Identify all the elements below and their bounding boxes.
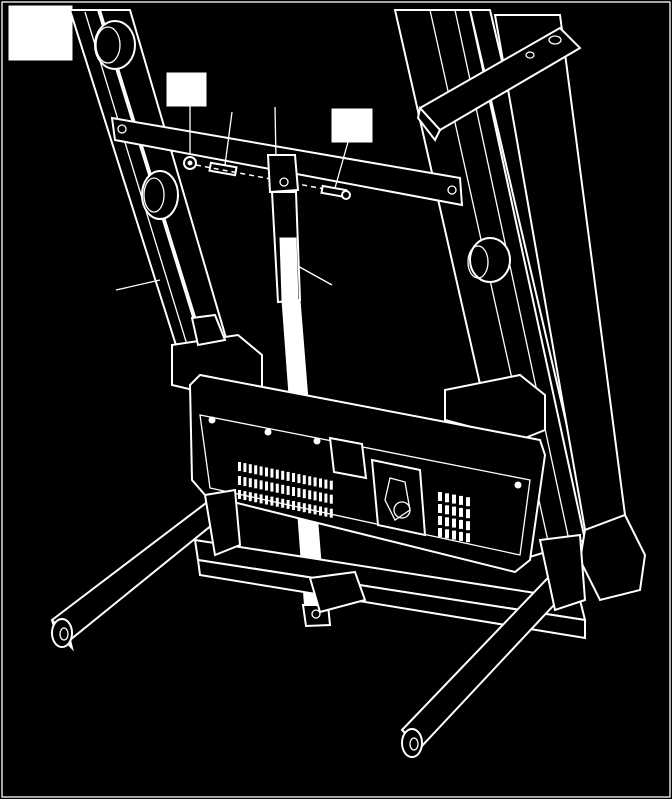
- vent-slot: [324, 493, 328, 503]
- vent-slot: [459, 519, 463, 529]
- vent-slot: [438, 528, 442, 537]
- vent-slot: [459, 531, 463, 541]
- vent-slot: [270, 482, 274, 492]
- vent-slot: [292, 487, 295, 496]
- vent-slot: [302, 475, 306, 485]
- vent-slot: [319, 478, 322, 488]
- vent-slot: [324, 507, 328, 517]
- vent-slot: [248, 478, 252, 488]
- vent-grille-right: [438, 492, 470, 543]
- vent-slot: [459, 495, 463, 505]
- vent-slot: [313, 491, 317, 501]
- vent-slot: [275, 483, 279, 493]
- callout-box-left: [166, 72, 207, 107]
- vent-slot: [302, 489, 306, 499]
- right-bracket: [444, 373, 546, 442]
- left-leg: [50, 488, 242, 652]
- assembly-dashed-line: [195, 164, 331, 191]
- vent-slot: [270, 496, 274, 506]
- vent-slot: [319, 492, 322, 502]
- base-panel: [188, 373, 547, 574]
- vent-slot: [281, 484, 285, 494]
- vent-slot: [275, 497, 279, 507]
- vent-slot: [466, 497, 470, 507]
- vent-slot: [297, 488, 301, 498]
- roller-top-left: [94, 20, 136, 70]
- cylinder-mount: [308, 570, 367, 614]
- right-upright: [393, 9, 647, 602]
- vent-slot: [254, 493, 258, 503]
- vent-slot: [243, 463, 247, 473]
- vent-slot: [286, 485, 290, 495]
- vent-slot: [466, 533, 470, 543]
- vent-slot: [259, 480, 263, 490]
- vent-slot: [297, 502, 301, 512]
- vent-slot: [459, 507, 463, 517]
- vent-slot: [313, 477, 317, 487]
- vent-slot: [297, 474, 301, 484]
- vent-slot: [292, 501, 295, 510]
- vent-slot: [270, 468, 274, 478]
- leader-lines: [115, 106, 349, 291]
- vent-slot: [238, 476, 241, 485]
- top-crossbar: [416, 26, 582, 142]
- vent-slot: [275, 469, 279, 479]
- right-leg: [400, 533, 587, 758]
- vent-slot: [265, 467, 268, 477]
- vent-slot: [324, 479, 328, 489]
- vent-slot: [286, 499, 290, 509]
- callout-box-right: [331, 108, 373, 143]
- vent-slot: [308, 490, 312, 500]
- vent-slot: [302, 503, 306, 513]
- vent-slot: [248, 464, 252, 474]
- vent-slot: [259, 466, 263, 476]
- vent-slot: [438, 492, 442, 501]
- vent-slot: [254, 465, 258, 475]
- vent-slot: [452, 506, 456, 516]
- vent-slot: [466, 521, 470, 531]
- vent-slot: [243, 477, 247, 487]
- vent-slot: [238, 462, 241, 471]
- vent-slot: [254, 479, 258, 489]
- vent-slot: [265, 481, 268, 491]
- roller-right: [467, 237, 511, 283]
- vent-slot: [238, 490, 241, 499]
- motor-access-window: [328, 436, 427, 537]
- vent-slot: [265, 495, 268, 505]
- vent-slot: [281, 498, 285, 508]
- vent-slot: [452, 494, 456, 504]
- nut: [183, 156, 197, 170]
- vent-slot: [308, 476, 312, 486]
- vent-slot: [445, 505, 449, 515]
- vent-slot: [329, 508, 333, 518]
- vent-slot: [445, 517, 449, 527]
- vent-slot: [445, 493, 449, 503]
- vent-slot: [243, 491, 247, 501]
- vent-grille-left: [238, 462, 333, 518]
- vent-slot: [329, 480, 333, 490]
- vent-slot: [313, 505, 317, 515]
- washer-bolt: [208, 161, 238, 177]
- vent-slot: [329, 494, 333, 504]
- vent-slot: [286, 471, 290, 481]
- step-number-box: [8, 5, 73, 61]
- roller-mid-left: [141, 170, 179, 220]
- pin-bolt: [320, 184, 351, 200]
- bottom-crossbar: [193, 538, 587, 640]
- vent-slot: [438, 504, 442, 513]
- vent-slot: [259, 494, 263, 504]
- vent-slot: [292, 473, 295, 482]
- vent-slot: [319, 506, 322, 516]
- vent-slot: [452, 530, 456, 540]
- vent-slot: [248, 492, 252, 502]
- vent-slot: [466, 509, 470, 519]
- vent-slot: [438, 516, 442, 525]
- vent-slot: [281, 470, 285, 480]
- vent-slot: [452, 518, 456, 528]
- vent-slot: [445, 529, 449, 539]
- vent-slot: [308, 504, 312, 514]
